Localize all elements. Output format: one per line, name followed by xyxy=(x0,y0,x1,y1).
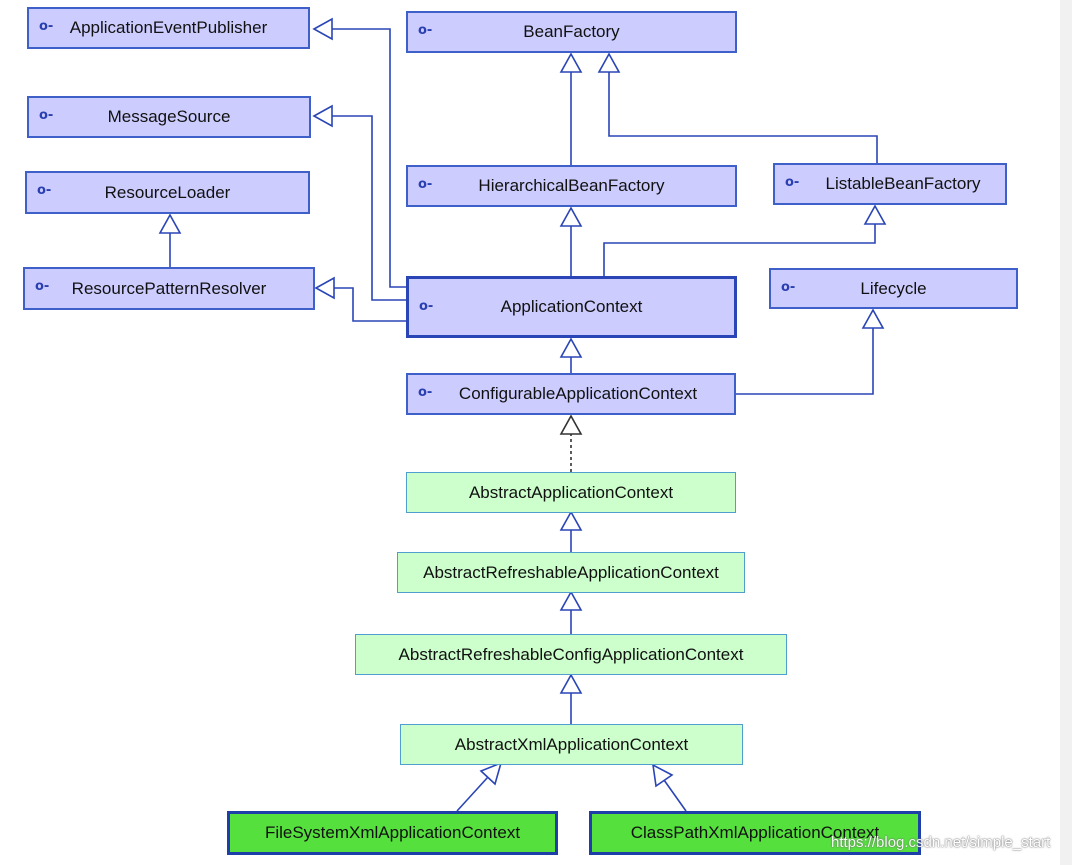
edge-appcontext-to-listable xyxy=(603,224,876,276)
watermark: https://blog.csdn.net/simple_start xyxy=(831,834,1051,851)
interface-icon: o- xyxy=(419,299,434,314)
edge-appcontext-to-eventpublisher xyxy=(332,28,406,288)
node-application-context[interactable]: o- ApplicationContext xyxy=(406,276,737,338)
interface-icon: o- xyxy=(418,177,433,192)
node-label: HierarchicalBeanFactory xyxy=(478,176,665,195)
edge-listable-to-beanfactory xyxy=(608,72,878,163)
node-label: AbstractRefreshableConfigApplicationCont… xyxy=(398,644,744,664)
node-label: ConfigurableApplicationContext xyxy=(458,384,698,403)
node-configurable-application-context[interactable]: o- ConfigurableApplicationContext xyxy=(406,373,736,415)
node-label: AbstractApplicationContext xyxy=(468,482,674,502)
node-label: ListableBeanFactory xyxy=(825,174,981,193)
interface-icon: o- xyxy=(39,19,54,34)
node-label: BeanFactory xyxy=(523,22,620,41)
node-label: MessageSource xyxy=(107,107,231,126)
node-application-event-publisher[interactable]: o- ApplicationEventPublisher xyxy=(27,7,310,49)
node-label: ApplicationContext xyxy=(500,297,643,316)
node-file-system-xml-application-context[interactable]: FileSystemXmlApplicationContext xyxy=(227,811,558,855)
node-abstract-refreshable-config-application-context[interactable]: AbstractRefreshableConfigApplicationCont… xyxy=(355,634,787,675)
edge-appcontext-to-resourcepatternresolver xyxy=(334,287,406,322)
edge-classpath-to-xml xyxy=(663,779,687,812)
interface-icon: o- xyxy=(418,385,433,400)
node-resource-loader[interactable]: o- ResourceLoader xyxy=(25,171,310,214)
node-resource-pattern-resolver[interactable]: o- ResourcePatternResolver xyxy=(23,267,315,310)
edge-filesystem-to-xml xyxy=(456,776,489,812)
right-edge-strip xyxy=(1060,0,1072,865)
interface-icon: o- xyxy=(781,280,796,295)
interface-icon: o- xyxy=(785,175,800,190)
edge-appcontext-to-messagesource xyxy=(332,115,406,301)
node-class-path-xml-application-context[interactable]: ClassPathXmlApplicationContext xyxy=(589,811,921,855)
edge-configurable-to-lifecycle xyxy=(736,328,874,395)
node-listable-bean-factory[interactable]: o- ListableBeanFactory xyxy=(773,163,1007,205)
node-label: AbstractXmlApplicationContext xyxy=(454,734,689,754)
node-message-source[interactable]: o- MessageSource xyxy=(27,96,311,138)
node-label: AbstractRefreshableApplicationContext xyxy=(423,562,719,582)
node-bean-factory[interactable]: o- BeanFactory xyxy=(406,11,737,53)
node-abstract-xml-application-context[interactable]: AbstractXmlApplicationContext xyxy=(400,724,743,765)
node-label: ApplicationEventPublisher xyxy=(69,18,268,37)
interface-icon: o- xyxy=(418,23,433,38)
interface-icon: o- xyxy=(39,108,54,123)
node-abstract-refreshable-application-context[interactable]: AbstractRefreshableApplicationContext xyxy=(397,552,745,593)
node-lifecycle[interactable]: o- Lifecycle xyxy=(769,268,1018,309)
interface-icon: o- xyxy=(37,183,52,198)
node-abstract-application-context[interactable]: AbstractApplicationContext xyxy=(406,472,736,513)
node-label: ResourceLoader xyxy=(104,182,231,202)
node-label: Lifecycle xyxy=(860,278,927,298)
node-hierarchical-bean-factory[interactable]: o- HierarchicalBeanFactory xyxy=(406,165,737,207)
node-label: ClassPathXmlApplicationContext xyxy=(630,823,880,842)
interface-icon: o- xyxy=(35,279,50,294)
node-label: FileSystemXmlApplicationContext xyxy=(264,823,521,842)
node-label: ResourcePatternResolver xyxy=(71,278,267,298)
